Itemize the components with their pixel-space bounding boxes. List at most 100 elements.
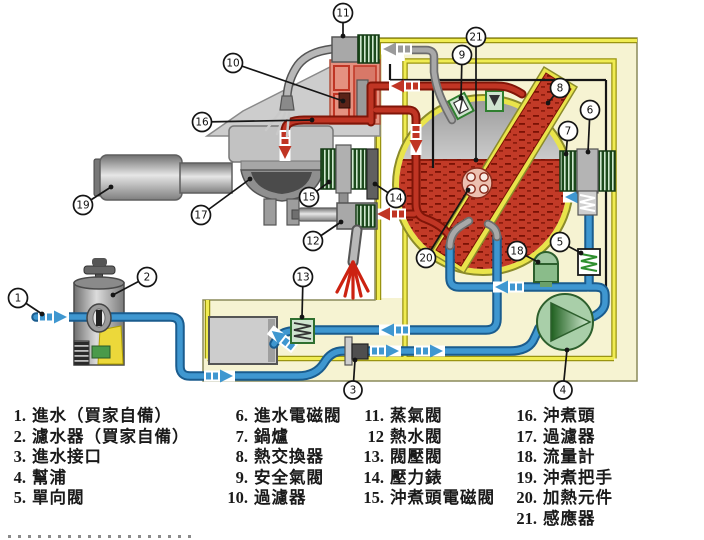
svg-text:11: 11: [336, 8, 349, 20]
svg-text:7: 7: [565, 126, 572, 138]
flow-arrow: [389, 79, 420, 93]
callout-9: 9: [451, 44, 473, 101]
legend-item: 6.進水電磁閥: [235, 406, 342, 425]
legend-item: 19.沖煮把手: [516, 467, 613, 487]
spout: [263, 198, 277, 226]
legend-item: 20.加熱元件: [516, 488, 613, 508]
flow-arrow: [204, 369, 235, 383]
inlet-solenoid-valve: [559, 148, 616, 216]
steam-wand-nozzle: [279, 95, 295, 111]
callout-8: 8: [545, 77, 571, 106]
cold-water-pipes: [31, 190, 610, 383]
check-valve: [577, 248, 601, 276]
callout-5: 5: [549, 231, 584, 256]
expansion-valve: [290, 318, 315, 344]
hot-water-pipes: [278, 79, 527, 243]
svg-text:21: 21: [469, 32, 482, 44]
legend-column-2: 6.進水電磁閥 7.鍋爐 8.熱交換器 9.安全氣閥 10.過濾器: [212, 402, 342, 507]
callout-6: 6: [579, 99, 601, 155]
water-filter: [73, 258, 125, 366]
legend-column-1: 1.進水（買家自備） 2.濾水器（買家自備） 3.進水接口 4.幫浦 5.單向閥: [2, 402, 190, 508]
svg-text:17: 17: [194, 210, 207, 222]
electric-wiring: [388, 64, 608, 303]
flow-arrow: [409, 124, 423, 155]
svg-text:18: 18: [510, 246, 523, 258]
hot-water-spray: [335, 260, 370, 300]
flow-arrow: [278, 130, 292, 161]
brew-group: [93, 59, 381, 226]
legend-item: 13.閥壓閥: [363, 447, 443, 467]
flow-arrow: [381, 42, 412, 56]
legend-item: 18.流量計: [516, 447, 596, 467]
legend-column-4: 16.沖煮頭 17.過濾器 18.流量計 19.沖煮把手 20.加熱元件 21.…: [501, 402, 613, 528]
callout-14: 14: [372, 181, 407, 209]
legend-item: 8.熱交換器: [235, 447, 324, 467]
svg-text:20: 20: [419, 253, 432, 265]
flow-meter: [533, 251, 559, 287]
callout-16: 16: [191, 111, 315, 133]
svg-text:19: 19: [76, 200, 89, 212]
callout-2: 2: [110, 266, 158, 298]
sensor-fitting: [485, 90, 504, 112]
svg-text:16: 16: [195, 117, 209, 129]
flow-arrow: [379, 323, 410, 337]
svg-text:14: 14: [389, 193, 403, 205]
svg-text:4: 4: [560, 385, 567, 397]
svg-text:12: 12: [306, 236, 319, 248]
callout-11: 11: [332, 2, 354, 39]
svg-text:2: 2: [144, 272, 151, 284]
legend-item: 2.濾水器（買家自備）: [13, 426, 190, 446]
callout-15: 15: [298, 179, 332, 208]
callout-20: 20: [415, 187, 471, 269]
legend-item: 17.過濾器: [516, 426, 596, 446]
legend-item: 7.鍋爐: [235, 426, 289, 446]
portafilter-handle: [93, 154, 233, 201]
pump: [536, 293, 594, 351]
callout-13: 13: [292, 266, 314, 320]
group-compartment: [381, 41, 404, 298]
flow-arrow: [414, 344, 445, 358]
flow-arrow: [375, 207, 406, 221]
callout-19: 19: [72, 184, 114, 216]
legend-item: 9.安全氣閥: [235, 467, 324, 487]
safety-valve: [447, 91, 475, 121]
callout-1: 1: [7, 287, 45, 317]
svg-text:9: 9: [459, 50, 466, 62]
svg-text:13: 13: [296, 272, 309, 284]
legend-item: 3.進水接口: [13, 447, 102, 467]
callout-12: 12: [302, 219, 344, 252]
legend-item: 21.感應器: [516, 508, 596, 528]
legend-item: 14.壓力錶: [363, 467, 443, 487]
espresso-machine-diagram: 1 2 3 4 5 6 7 8 9 10 11 12 13 14 15 16 1…: [7, 2, 638, 400]
inlet-fitting: [344, 336, 369, 366]
group-solenoid-valve: [320, 144, 367, 208]
hot-water-valve: [291, 202, 378, 300]
steam-valve: [264, 34, 380, 138]
flow-arrow: [370, 344, 401, 358]
legend-item: 4.幫浦: [13, 467, 67, 487]
svg-text:5: 5: [557, 237, 564, 249]
svg-text:1: 1: [15, 293, 22, 305]
callout-18: 18: [506, 240, 541, 265]
filter-side-fitting: [86, 303, 112, 333]
callout-21: 21: [465, 26, 487, 163]
cropped-caption-fragment: [8, 535, 198, 538]
svg-text:3: 3: [350, 385, 357, 397]
svg-text:10: 10: [226, 58, 239, 70]
callout-3: 3: [343, 357, 363, 400]
legend-item: 16.沖煮頭: [516, 406, 596, 425]
callouts: 1 2 3 4 5 6 7 8 9 10 11 12 13 14 15 16 1…: [7, 2, 601, 400]
legend-item: 11.蒸氣閥: [364, 406, 443, 425]
flow-arrow: [493, 280, 524, 294]
svg-text:6: 6: [587, 105, 594, 117]
callout-4: 4: [553, 347, 573, 400]
legend-item: 5.單向閥: [13, 488, 85, 508]
filter-basket: [251, 172, 312, 194]
water-tank: [208, 316, 278, 365]
steam-pipe: [381, 42, 457, 125]
callout-7: 7: [557, 120, 579, 157]
callout-10: 10: [222, 52, 346, 104]
